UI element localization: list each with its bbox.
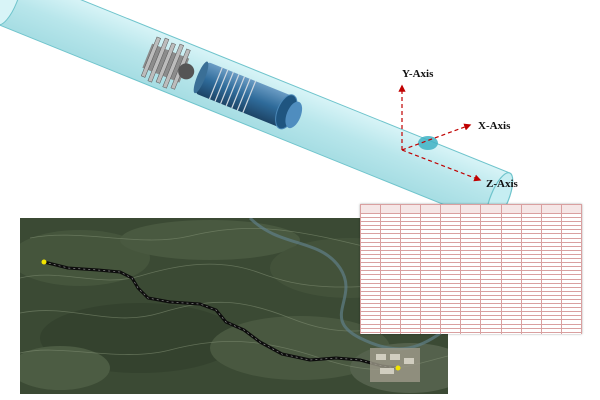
x-axis-arrow xyxy=(401,123,472,151)
table-header-cell xyxy=(560,204,582,214)
table-row xyxy=(360,229,582,235)
satellite-map xyxy=(20,218,448,394)
table-row xyxy=(360,282,582,288)
table-header-cell xyxy=(380,204,402,214)
table-cell xyxy=(500,331,522,334)
table-cell xyxy=(560,331,582,334)
table-cell xyxy=(440,331,462,334)
table-row xyxy=(360,311,582,317)
table-cell xyxy=(460,331,482,334)
table-row xyxy=(360,221,582,227)
y-axis-label: Y-Axis xyxy=(402,68,434,80)
table-header-cell xyxy=(440,204,462,214)
cup-module xyxy=(140,36,195,90)
inspection-data-table xyxy=(360,204,582,334)
pipeline-tool-illustration xyxy=(0,0,514,210)
pipe xyxy=(0,0,514,210)
table-cell xyxy=(480,331,502,334)
z-axis-label: Z-Axis xyxy=(486,178,518,190)
table-cell xyxy=(400,331,422,334)
table-header-cell xyxy=(400,204,422,214)
table-row xyxy=(360,290,582,296)
end-marker xyxy=(395,365,401,371)
table-header-cell xyxy=(520,204,542,214)
table-header-cell xyxy=(480,204,502,214)
table-header-cell xyxy=(460,204,482,214)
table-row xyxy=(360,331,582,334)
table-cell xyxy=(360,331,382,334)
table-header-row xyxy=(360,204,582,214)
table-cell xyxy=(520,331,542,334)
start-marker xyxy=(41,259,47,265)
table-header-cell xyxy=(540,204,562,214)
table-cell xyxy=(420,331,442,334)
x-axis-label: X-Axis xyxy=(478,120,511,132)
table-row xyxy=(360,303,582,309)
coordinate-axes xyxy=(398,84,482,182)
sensor-element xyxy=(418,136,438,150)
table-header-cell xyxy=(360,204,382,214)
table-row xyxy=(360,270,582,276)
station-area xyxy=(370,348,420,382)
table-header-cell xyxy=(420,204,442,214)
data-table-grid xyxy=(360,204,582,334)
table-header-cell xyxy=(500,204,522,214)
table-cell xyxy=(380,331,402,334)
table-row xyxy=(360,212,582,219)
inspection-tool xyxy=(140,36,303,130)
table-cell xyxy=(540,331,562,334)
